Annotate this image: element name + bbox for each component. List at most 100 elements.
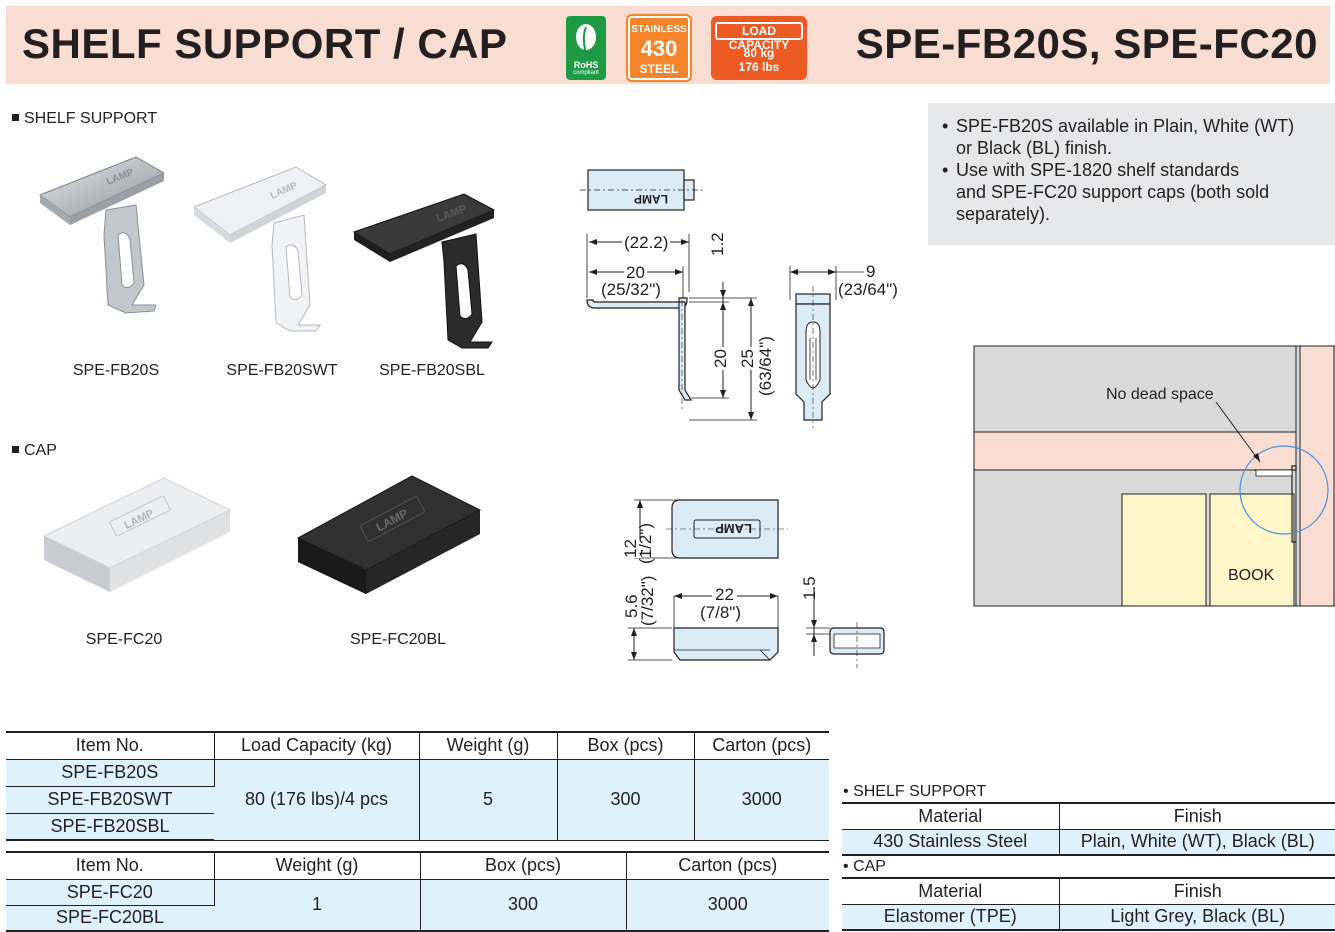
table-shelf-supports: Item No. Load Capacity (kg) Weight (g) B… <box>6 731 829 841</box>
rohs-badge: RoHS compliant <box>566 16 606 80</box>
box-cell: 300 <box>420 878 627 932</box>
weight-cell: 5 <box>419 758 558 841</box>
dim-1-2in: (1/2") <box>636 523 655 564</box>
product-image-spe-fb20swt: LAMP <box>192 166 328 332</box>
material-cell: 430 Stainless Steel <box>842 828 1060 856</box>
table-header-row: Item No. Load Capacity (kg) Weight (g) B… <box>6 731 829 760</box>
dim-63-64: (63/64") <box>756 336 775 396</box>
diagram-label-book: BOOK <box>1228 567 1275 584</box>
product-notes: • SPE-FB20S available in Plain, White (W… <box>928 103 1335 245</box>
table-shelf-material: Material Finish 430 Stainless Steel Plai… <box>842 802 1335 856</box>
dim-20: 20 <box>624 263 647 283</box>
item-no-cell: SPE-FC20 <box>6 878 215 906</box>
model-numbers: SPE-FB20S, SPE-FC20 <box>855 20 1318 67</box>
cap-end-view-drawing <box>806 588 885 668</box>
dim-20-vertical: 20 <box>711 347 731 370</box>
item-no-cell: SPE-FB20S <box>6 758 215 787</box>
carton-cell: 3000 <box>694 758 829 841</box>
header-load-capacity: Load Capacity (kg) <box>214 731 420 760</box>
load-badge-lbs: 176 lbs <box>738 60 780 74</box>
box-cell: 300 <box>557 758 695 841</box>
dim-7-8: (7/8") <box>700 603 741 622</box>
dim-22-2: (22.2) <box>622 233 671 253</box>
finish-cell: Light Grey, Black (BL) <box>1059 903 1335 931</box>
item-no-cell: SPE-FB20SBL <box>6 812 214 841</box>
caption-spe-fc20: SPE-FC20 <box>85 631 163 648</box>
stainless-steel-badge: STAINLESS 430 STEEL <box>626 14 692 82</box>
page-title: SHELF SUPPORT / CAP <box>22 20 508 67</box>
section-label-cap: CAP <box>12 442 57 460</box>
load-badge-kg: 80 kg <box>743 46 775 60</box>
support-side-view-drawing <box>586 234 757 421</box>
table-cap-material: Material Finish Elastomer (TPE) Light Gr… <box>842 877 1335 931</box>
note-line: separately). <box>956 204 1051 224</box>
spec-label-shelf-support: • SHELF SUPPORT <box>843 783 986 801</box>
header-weight: Weight (g) <box>419 731 558 760</box>
header-box: Box (pcs) <box>420 851 627 880</box>
spec-label-text: CAP <box>853 858 886 875</box>
header-weight: Weight (g) <box>214 851 421 880</box>
logo-text: LAMP <box>715 521 752 536</box>
load-badge-title: LOAD CAPACITY <box>715 22 803 52</box>
table-header-row: Item No. Weight (g) Box (pcs) Carton (pc… <box>6 851 829 880</box>
finish-cell: Plain, White (WT), Black (BL) <box>1059 828 1335 856</box>
dim-7-32: (7/32") <box>638 575 657 626</box>
rohs-subtext: compliant <box>573 70 599 76</box>
header-band: SHELF SUPPORT / CAP RoHS compliant STAIN… <box>6 6 1330 84</box>
bullet-icon: • <box>942 116 949 136</box>
header-box: Box (pcs) <box>557 731 695 760</box>
square-bullet-icon <box>12 114 19 121</box>
note-item: • Use with SPE-1820 shelf standards and … <box>942 159 1322 225</box>
table-row: SPE-FB20S 80 (176 lbs)/4 pcs 5 300 3000 <box>6 758 829 841</box>
note-line: SPE-FB20S available in Plain, White (WT) <box>956 116 1295 136</box>
dim-1-5: 1.5 <box>800 576 819 600</box>
dim-25-32: (25/32") <box>601 280 661 299</box>
table-row: SPE-FC20BL <box>6 904 829 932</box>
square-bullet-icon <box>12 446 19 453</box>
note-line: Use with SPE-1820 shelf standards <box>956 160 1240 180</box>
cap-side-view-drawing <box>628 593 779 661</box>
dim-9: 9 <box>866 262 876 281</box>
table-header-row: Material Finish <box>842 802 1335 830</box>
dim-22: 22 <box>712 585 737 605</box>
material-cell: Elastomer (TPE) <box>842 903 1060 931</box>
header-finish: Finish <box>1059 802 1335 830</box>
product-image-spe-fb20s: LAMP <box>38 156 166 314</box>
dim-1-2: 1.2 <box>708 232 727 256</box>
header-item-no: Item No. <box>6 731 215 760</box>
product-image-spe-fb20sbl: LAMP <box>352 193 496 349</box>
steel-badge-line3: STEEL <box>639 62 679 76</box>
load-capacity-cell: 80 (176 lbs)/4 pcs <box>214 758 420 841</box>
dim-25: 25 <box>738 347 758 370</box>
caption-spe-fb20swt: SPE-FB20SWT <box>226 362 338 379</box>
diagram-label-no-dead-space: No dead space <box>1106 386 1214 403</box>
section-label-text: CAP <box>24 442 57 459</box>
spec-label-cap: • CAP <box>843 858 886 876</box>
leaf-icon <box>576 24 596 55</box>
table-row: 430 Stainless Steel Plain, White (WT), B… <box>842 828 1335 856</box>
header-item-no: Item No. <box>6 851 215 880</box>
bullet-icon: • <box>942 160 949 180</box>
table-row: SPE-FB20SWT <box>6 785 829 814</box>
cap-top-view-drawing: LAMP <box>634 499 788 559</box>
steel-badge-line1: STAINLESS <box>631 24 687 35</box>
weight-cell: 1 <box>214 878 421 932</box>
support-top-view-drawing: LAMP <box>580 169 706 211</box>
bullet-icon: • <box>843 783 849 800</box>
caption-spe-fb20sbl: SPE-FB20SBL <box>379 362 485 379</box>
header-material: Material <box>842 802 1060 830</box>
logo-text: LAMP <box>634 192 668 206</box>
product-image-spe-fc20: LAMP <box>42 477 232 592</box>
section-label-shelf-support: SHELF SUPPORT <box>12 110 157 128</box>
application-diagram <box>973 345 1335 607</box>
spec-label-text: SHELF SUPPORT <box>853 783 987 800</box>
steel-badge-grade: 430 <box>640 36 678 61</box>
item-no-cell: SPE-FB20SWT <box>6 785 214 814</box>
rohs-text: RoHS <box>573 60 599 70</box>
table-row: SPE-FC20 1 300 3000 <box>6 878 829 932</box>
table-row: SPE-FB20SBL <box>6 812 829 841</box>
header-finish: Finish <box>1059 877 1335 905</box>
caption-spe-fb20s: SPE-FB20S <box>72 362 160 379</box>
item-no-cell: SPE-FC20BL <box>6 904 214 932</box>
note-line: or Black (BL) finish. <box>956 138 1113 158</box>
